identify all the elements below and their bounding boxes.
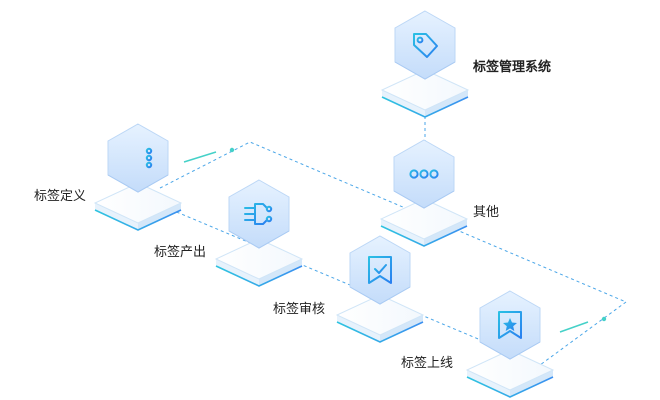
tag-icon xyxy=(413,33,438,58)
node-launch xyxy=(465,290,555,398)
node-hexagon-shade xyxy=(349,286,411,305)
node-plate-side-right xyxy=(380,315,423,342)
node-plate-side-right xyxy=(425,90,468,117)
more-dots-icon xyxy=(409,169,439,179)
node-hexagon xyxy=(394,10,456,80)
node-plate-top xyxy=(379,198,469,240)
node-plate-side-right xyxy=(259,259,302,286)
node-produce xyxy=(214,179,304,287)
node-plate-top xyxy=(465,349,555,391)
node-plate-side-left xyxy=(216,259,259,286)
node-plate-edge xyxy=(381,96,469,118)
path-accent-launch xyxy=(559,321,589,333)
node-plate-edge xyxy=(466,376,554,398)
node-label-launch: 标签上线 xyxy=(401,356,454,371)
path-accent-define xyxy=(183,151,217,163)
node-plate-side-right xyxy=(510,370,553,397)
node-plate-top xyxy=(335,294,425,336)
node-plate-side-left xyxy=(95,203,138,230)
node-plate-edge xyxy=(336,321,424,343)
node-plate-side-left xyxy=(467,370,510,397)
node-hexagon-shade xyxy=(107,174,169,193)
node-label-system: 标签管理系统 xyxy=(473,60,552,75)
branch-icon xyxy=(244,203,273,225)
node-plate-side-left xyxy=(381,219,424,246)
node-system xyxy=(380,10,470,118)
star-badge-icon xyxy=(498,311,522,339)
node-plate-edge xyxy=(215,265,303,287)
node-plate-top xyxy=(380,69,470,111)
path-dot-launch xyxy=(601,316,607,322)
node-plate-side-left xyxy=(337,315,380,342)
node-hexagon-shade xyxy=(228,230,290,249)
list-icon xyxy=(125,147,153,169)
node-hexagon-shade xyxy=(479,341,541,360)
node-hexagon-shade xyxy=(394,61,456,80)
node-hexagon xyxy=(349,235,411,305)
node-other xyxy=(379,139,469,247)
node-plate-edge xyxy=(380,225,468,247)
node-hexagon xyxy=(393,139,455,209)
node-review xyxy=(335,235,425,343)
node-label-produce: 标签产出 xyxy=(154,245,207,260)
node-plate-top xyxy=(214,238,304,280)
node-label-define: 标签定义 xyxy=(34,189,87,204)
node-plate-side-left xyxy=(382,90,425,117)
node-plate-edge xyxy=(94,209,182,231)
path-define-to-other-to-end xyxy=(159,141,627,303)
path-dot-define xyxy=(229,147,235,153)
node-label-other: 其他 xyxy=(473,205,500,220)
node-plate-side-right xyxy=(424,219,467,246)
node-plate-top xyxy=(93,182,183,224)
node-plate-side-right xyxy=(138,203,181,230)
node-label-review: 标签审核 xyxy=(273,302,326,317)
check-badge-icon xyxy=(368,256,392,284)
node-hexagon-shade xyxy=(393,190,455,209)
node-define xyxy=(93,123,183,231)
